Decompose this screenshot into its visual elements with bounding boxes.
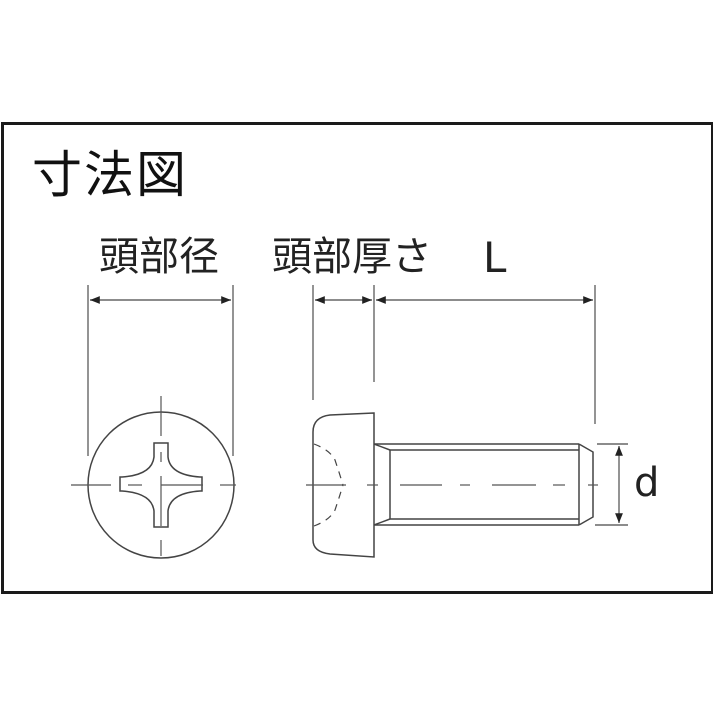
head-thickness-label: 頭部厚さ bbox=[272, 234, 432, 280]
head-diameter-label: 頭部径 bbox=[99, 234, 219, 280]
length-label: L bbox=[483, 233, 507, 282]
head-diameter-dimension bbox=[87, 285, 234, 456]
head-thickness-dimension bbox=[312, 285, 375, 400]
thread-diameter-label: d bbox=[634, 460, 660, 506]
screw-side-view bbox=[306, 412, 598, 558]
thread-diameter-dimension bbox=[595, 443, 628, 526]
diagram-title: 寸法図 bbox=[32, 146, 188, 204]
length-dimension bbox=[376, 285, 596, 424]
head-top-view bbox=[71, 396, 236, 559]
diagram-frame bbox=[1, 122, 713, 594]
